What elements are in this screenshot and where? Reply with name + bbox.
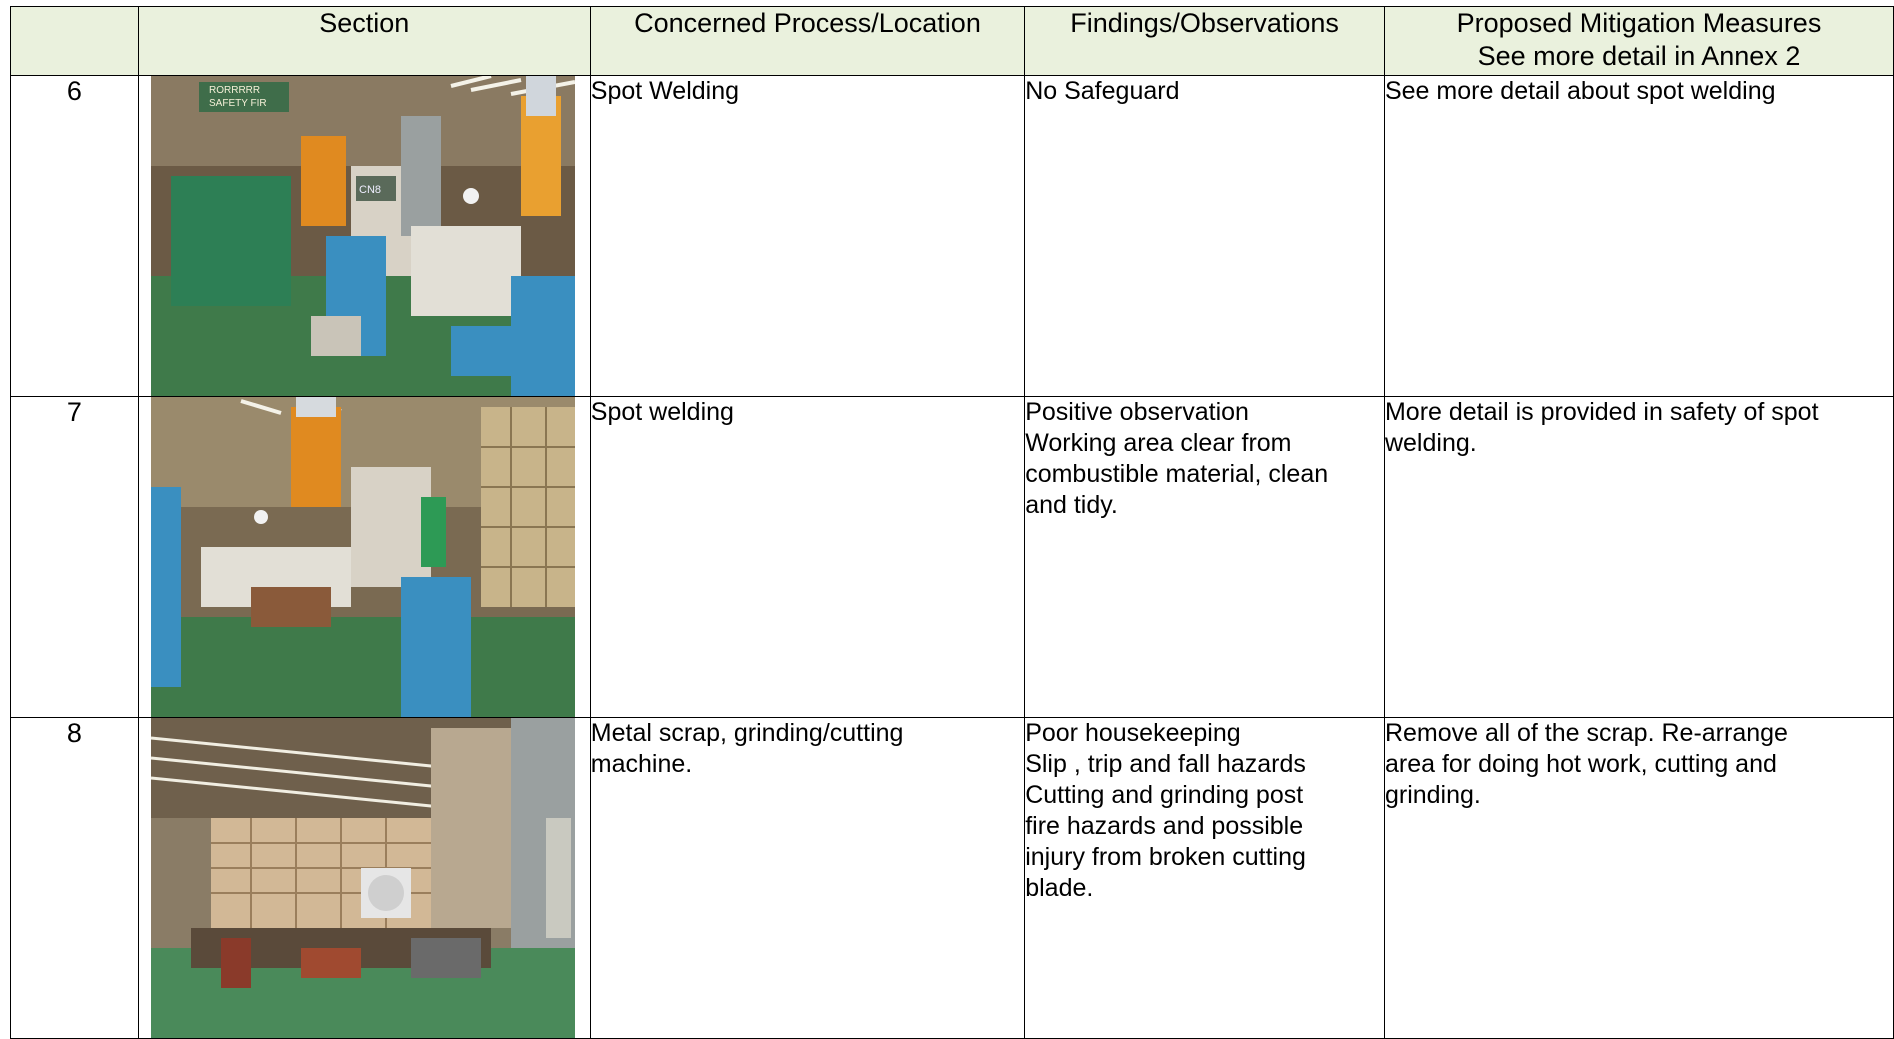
mitigation-text: welding.: [1384, 429, 1477, 457]
mitigation-cell: Remove all of the scrap. Re-arrange area…: [1383, 717, 1894, 1039]
photo-sign-text: SAFETY FIR: [209, 98, 267, 109]
mitigation-text: area for doing hot work, cutting and: [1384, 750, 1777, 778]
process-cell: Spot welding: [589, 396, 1026, 718]
process-text: Spot Welding: [590, 77, 740, 105]
header-mitigation-title: Proposed Mitigation Measures: [1456, 8, 1822, 38]
findings-text: combustible material, clean: [1025, 460, 1329, 488]
table-header-row: Section Concerned Process/Location Findi…: [10, 6, 1894, 76]
table-row: 6 RORRRRR SAFETY FIR: [10, 75, 1894, 397]
findings-cell: No Safeguard: [1024, 75, 1385, 397]
header-number: [10, 6, 139, 76]
photo-sign-text: RORRRRR: [209, 85, 260, 96]
process-text: Metal scrap, grinding/cutting: [590, 719, 904, 747]
header-process: Concerned Process/Location: [589, 6, 1026, 76]
mitigation-text: Remove all of the scrap. Re-arrange: [1384, 719, 1788, 747]
process-text: Spot welding: [590, 398, 734, 426]
findings-table: Section Concerned Process/Location Findi…: [10, 6, 1894, 1039]
section-photo-cell: RORRRRR SAFETY FIR CN8: [137, 75, 591, 397]
findings-text: Working area clear from: [1025, 429, 1292, 457]
spot-welding-area-photo: [150, 397, 575, 717]
row-number: 7: [10, 396, 139, 718]
mitigation-text: More detail is provided in safety of spo…: [1384, 398, 1819, 426]
metal-scrap-workshop-photo: [150, 718, 575, 1038]
mitigation-text: grinding.: [1384, 781, 1481, 809]
findings-text: No Safeguard: [1025, 77, 1180, 105]
header-findings: Findings/Observations: [1024, 6, 1385, 76]
header-section: Section: [137, 6, 591, 76]
section-photo-cell: [137, 717, 591, 1039]
mitigation-cell: More detail is provided in safety of spo…: [1383, 396, 1894, 718]
findings-cell: Poor housekeeping Slip , trip and fall h…: [1024, 717, 1385, 1039]
findings-text: Slip , trip and fall hazards: [1025, 750, 1306, 778]
mitigation-text: See more detail about spot welding: [1384, 77, 1776, 105]
process-cell: Metal scrap, grinding/cutting machine.: [589, 717, 1026, 1039]
row-number: 8: [10, 717, 139, 1039]
findings-text: Positive observation: [1025, 398, 1249, 426]
process-text: machine.: [590, 750, 693, 778]
findings-text: Poor housekeeping: [1025, 719, 1241, 747]
findings-cell: Positive observation Working area clear …: [1024, 396, 1385, 718]
process-cell: Spot Welding: [589, 75, 1026, 397]
findings-text: Cutting and grinding post: [1025, 781, 1304, 809]
spot-welding-machine-photo: RORRRRR SAFETY FIR CN8: [150, 76, 575, 396]
photo-sign-text: CN8: [359, 184, 381, 196]
findings-text: blade.: [1025, 874, 1094, 902]
header-mitigation-annex: See more detail in Annex 2: [1477, 41, 1801, 71]
section-photo-cell: [137, 396, 591, 718]
row-number: 6: [10, 75, 139, 397]
header-mitigation: Proposed Mitigation Measures See more de…: [1383, 6, 1894, 76]
findings-text: and tidy.: [1025, 491, 1118, 519]
table-row: 8: [10, 717, 1894, 1039]
findings-text: fire hazards and possible: [1025, 812, 1304, 840]
findings-text: injury from broken cutting: [1025, 843, 1306, 871]
table-row: 7: [10, 396, 1894, 718]
mitigation-cell: See more detail about spot welding: [1383, 75, 1894, 397]
